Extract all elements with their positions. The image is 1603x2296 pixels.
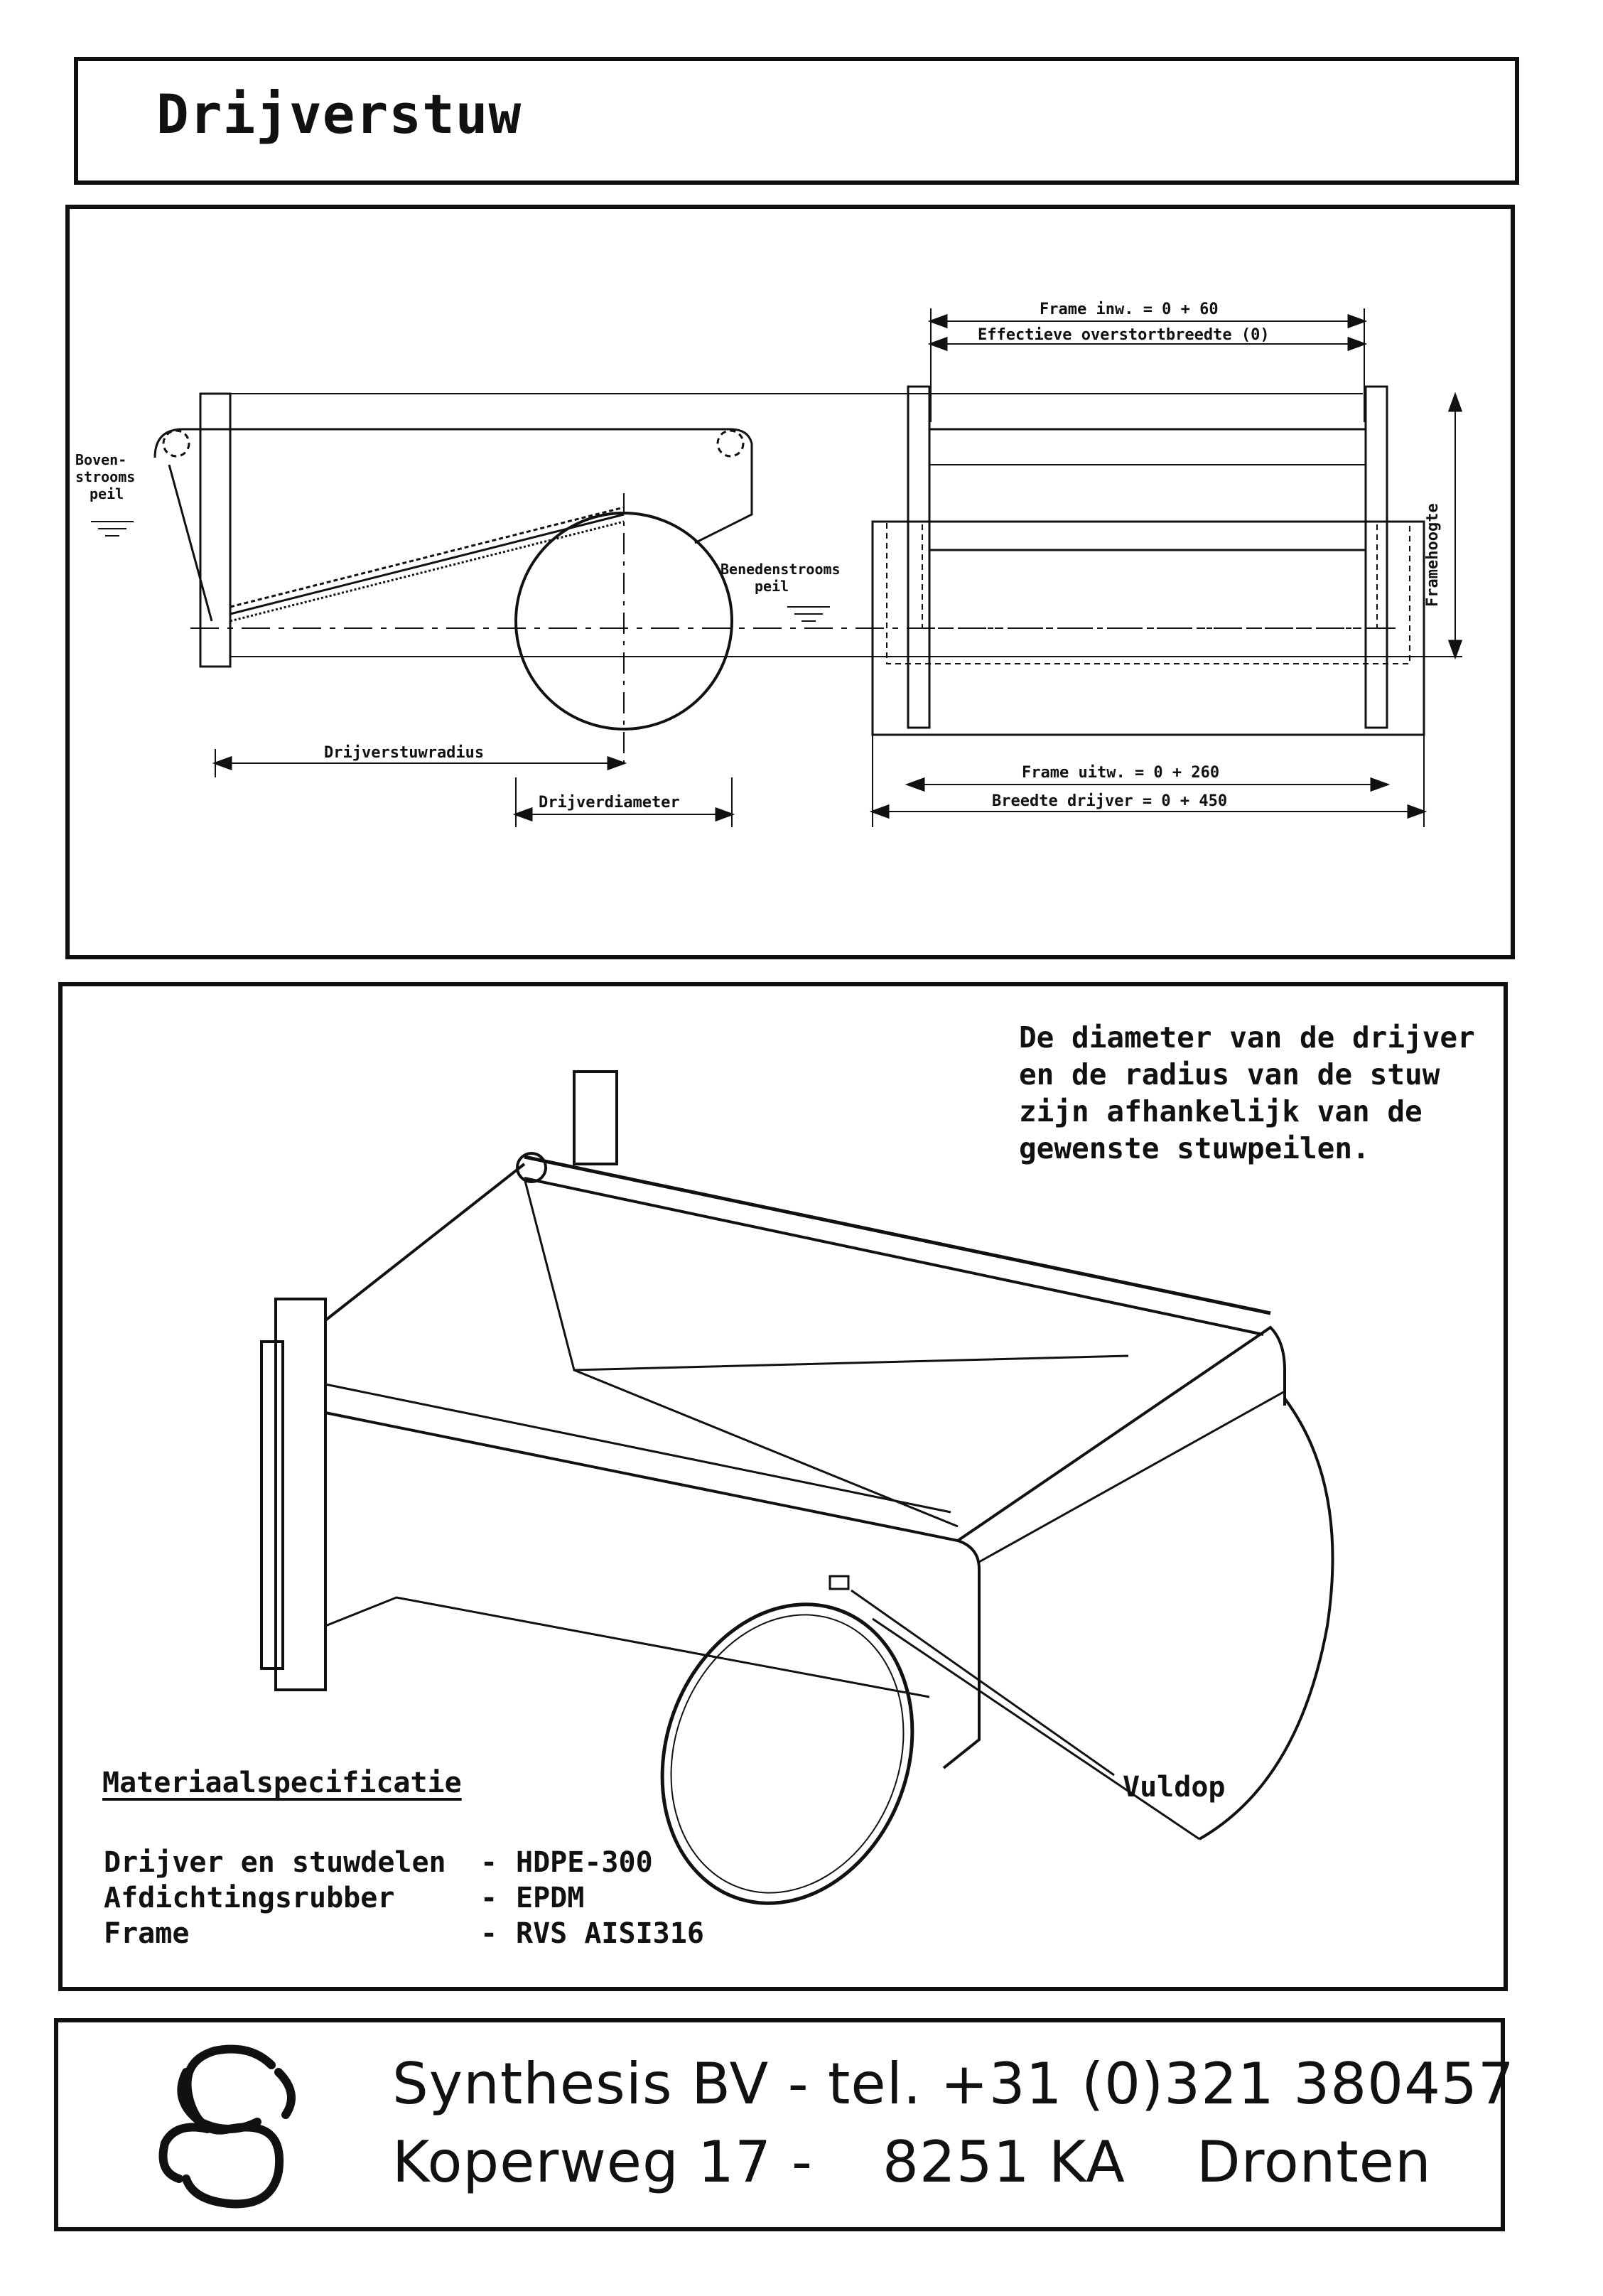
- title-box: Drijverstuw: [74, 57, 1519, 185]
- spec-sep: -: [480, 1917, 498, 1950]
- note-line-2: en de radius van de stuw: [1019, 1057, 1440, 1092]
- footer-street: Koperweg 17: [392, 2129, 772, 2195]
- label-frame-inw: Frame inw. = 0 + 60: [1040, 301, 1219, 318]
- label-bovenstrooms-2: strooms: [75, 468, 135, 485]
- label-benedenstrooms-1: Benedenstrooms: [720, 561, 841, 578]
- spec-sep: -: [480, 1846, 498, 1879]
- front-weir-plate: [928, 428, 1367, 551]
- spec-row: Frame -RVS AISI316: [104, 1917, 704, 1950]
- label-benedenstrooms-2: peil: [755, 578, 789, 595]
- label-bovenstrooms-3: peil: [90, 485, 124, 502]
- vuldop-label: Vuldop: [1123, 1771, 1226, 1804]
- front-left-post: [907, 385, 931, 729]
- label-radius: Drijverstuwradius: [324, 744, 484, 762]
- spec-sep: -: [480, 1882, 498, 1914]
- technical-drawing: Boven- strooms peil Benedenstrooms peil …: [65, 205, 1515, 959]
- spec-material: RVS AISI316: [516, 1917, 704, 1950]
- footer-line-1: Synthesis BV - tel. +31 (0)321 380457: [392, 2051, 1515, 2117]
- footer-dash: -: [792, 2129, 813, 2195]
- label-effectieve: Effectieve overstortbreedte (0): [978, 326, 1270, 344]
- page-title: Drijverstuw: [156, 82, 522, 146]
- spec-material: EPDM: [516, 1882, 585, 1914]
- note-line-4: gewenste stuwpeilen.: [1019, 1131, 1370, 1165]
- spec-part: Frame: [104, 1917, 190, 1950]
- note-line-3: zijn afhankelijk van de: [1019, 1094, 1423, 1128]
- label-bovenstrooms-1: Boven-: [75, 451, 126, 468]
- front-right-post: [1364, 385, 1388, 729]
- note-line-1: De diameter van de drijver: [1019, 1020, 1475, 1055]
- front-left-post: [274, 1298, 327, 1691]
- spec-row: Afdichtingsrubber -EPDM: [104, 1882, 584, 1914]
- vuldop-leader: [851, 1589, 1115, 1777]
- label-breedte: Breedte drijver = 0 + 450: [992, 792, 1227, 810]
- illustration-svg: [260, 1070, 1334, 1905]
- label-diameter: Drijverdiameter: [539, 794, 680, 812]
- footer-postcode: 8251 KA: [883, 2129, 1126, 2195]
- spec-title: Materiaalspecificatie: [102, 1767, 462, 1799]
- spec-row: Drijver en stuwdelen -HDPE-300: [104, 1846, 653, 1879]
- spec-part: Drijver en stuwdelen: [104, 1846, 446, 1879]
- back-post: [573, 1070, 618, 1165]
- float-arm: [153, 428, 753, 544]
- synthesis-logo-icon: [158, 2044, 296, 2209]
- float-cylinder-end: [660, 1602, 914, 1905]
- drawing-svg: Boven- strooms peil Benedenstrooms peil …: [75, 301, 1463, 827]
- label-frame-uitw: Frame uitw. = 0 + 260: [1022, 764, 1219, 782]
- weir-box: [325, 1411, 981, 1769]
- isometric-illustration: De diameter van de drijver en de radius …: [58, 982, 1508, 1991]
- label-framehoogte: Framehoogte: [1424, 503, 1442, 607]
- footer-box: Synthesis BV - tel. +31 (0)321 380457 Ko…: [54, 2018, 1514, 2231]
- spec-part: Afdichtingsrubber: [104, 1882, 395, 1914]
- fill-cap: [829, 1575, 850, 1590]
- footer-city: Dronten: [1197, 2129, 1432, 2195]
- spec-material: HDPE-300: [516, 1846, 653, 1879]
- side-frame-post: [199, 392, 232, 668]
